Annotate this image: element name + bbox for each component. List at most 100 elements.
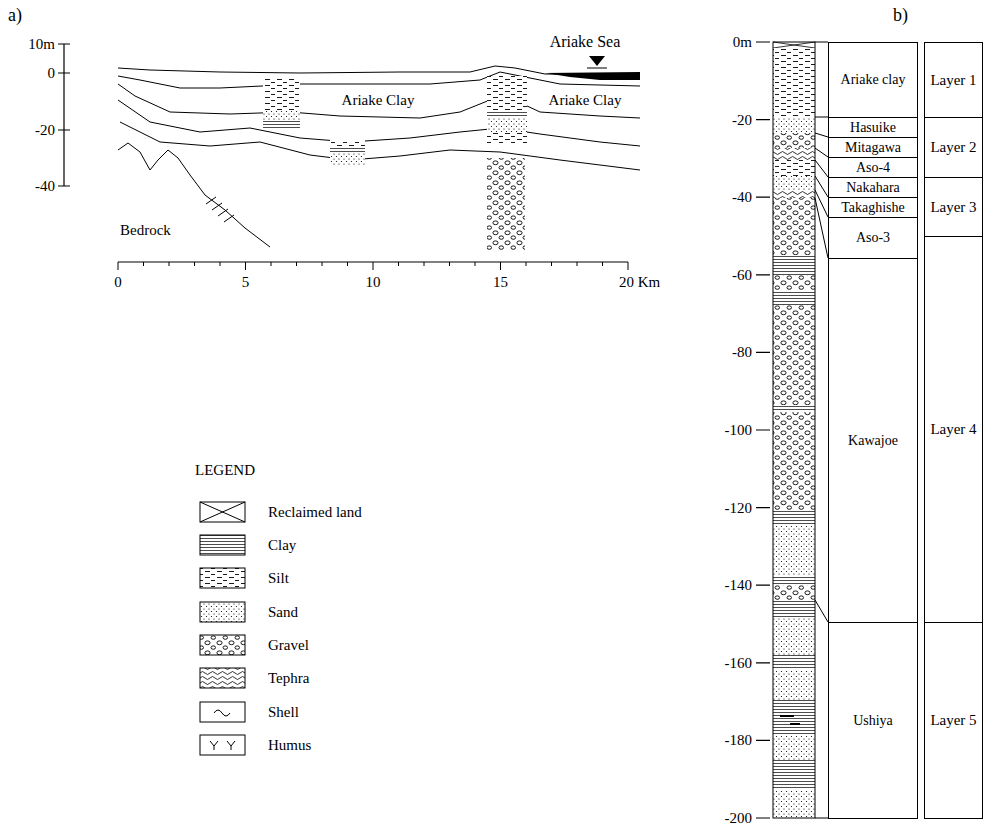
- distance-axis: [118, 262, 628, 270]
- formation-box: Aso-4: [828, 157, 918, 178]
- layer-box: Layer 3: [924, 177, 983, 237]
- legend-swatch: [200, 635, 245, 655]
- water-level-symbol: [589, 56, 605, 66]
- column-dark-streak: [780, 716, 800, 724]
- unit-name: Ariake Clay: [549, 92, 622, 109]
- formation-box: Ushiya: [828, 622, 918, 819]
- column-clay: [773, 760, 815, 790]
- column-reclaimed: [773, 42, 815, 48]
- bedrock-surface: [118, 143, 270, 247]
- layer-box: Layer 5: [924, 622, 983, 819]
- legend-text: Silt: [268, 570, 289, 587]
- depth-tick-label: -60: [732, 267, 752, 284]
- borehole-clay: [330, 148, 365, 153]
- layer-box: Layer 1: [924, 42, 983, 118]
- depth-tick-label: 0m: [733, 34, 752, 51]
- box-text: Takaghishe: [841, 201, 905, 215]
- legend-swatch-cross: [200, 502, 245, 522]
- column-gravel: [773, 275, 815, 290]
- borehole-sand: [330, 153, 365, 165]
- depth-tick-label: -200: [725, 810, 753, 826]
- distance-tick-label: 5: [242, 274, 250, 291]
- legend-text: Clay: [268, 537, 296, 554]
- box-text: Aso-4: [856, 161, 890, 175]
- legend-text: Shell: [268, 704, 299, 721]
- column-silt: [773, 48, 815, 117]
- panel-letter: b): [893, 6, 908, 26]
- panel-letter: a): [8, 6, 22, 26]
- column-clay: [773, 255, 815, 275]
- sea-water: [545, 72, 640, 80]
- box-text: Layer 2: [930, 140, 976, 155]
- depth-axis-ticks: [756, 42, 770, 818]
- box-text: Nakahara: [846, 181, 900, 195]
- borehole-silt: [487, 76, 527, 112]
- distance-tick-label: 10: [366, 274, 381, 291]
- legend-text: Gravel: [268, 637, 309, 654]
- column-sand: [773, 117, 815, 133]
- column-clay: [773, 600, 815, 618]
- distance-tick-label: 20 Km: [619, 274, 660, 291]
- column-sand: [773, 670, 815, 700]
- column-sand: [773, 735, 815, 760]
- distance-tick-label: 0: [114, 274, 122, 291]
- legend-text: Reclaimed land: [268, 504, 362, 521]
- column-sand: [773, 176, 815, 190]
- formation-box: Aso-3: [828, 217, 918, 259]
- column-reclaimed-cross: [773, 42, 815, 48]
- column-gravel: [773, 412, 815, 510]
- depth-tick-label: -160: [725, 655, 753, 672]
- column-tephra: [773, 190, 815, 198]
- legend-swatch: [200, 535, 245, 555]
- legend-swatch: [200, 735, 245, 755]
- legend-swatch: [200, 668, 245, 688]
- formation-box: Nakahara: [828, 177, 918, 198]
- elevation-tick-label: 0: [48, 65, 56, 82]
- column-clay: [773, 655, 815, 670]
- bedrock-hatch: [206, 197, 234, 222]
- depth-tick-label: -40: [732, 189, 752, 206]
- legend-heading: LEGEND: [195, 462, 255, 479]
- column-clay: [773, 575, 815, 585]
- elevation-axis: [58, 44, 70, 186]
- column-gravel: [773, 585, 815, 600]
- elevation-tick-label: -40: [35, 178, 55, 195]
- stratum-boundary: [120, 122, 640, 170]
- depth-tick-label: -20: [732, 111, 752, 128]
- legend-text: Tephra: [268, 670, 309, 687]
- water-level-line: [587, 68, 607, 69]
- column-sand: [773, 525, 815, 575]
- column-gravel: [773, 198, 815, 255]
- sea-name: Ariake Sea: [550, 33, 621, 51]
- legend-swatch: [200, 502, 245, 522]
- borehole-gravel: [487, 158, 525, 250]
- formation-box: Kawajoe: [828, 258, 918, 623]
- box-text: Layer 1: [930, 73, 976, 88]
- depth-tick-label: -120: [725, 499, 753, 516]
- formation-box: Ariake clay: [828, 42, 918, 118]
- unit-name: Ariake Clay: [342, 92, 415, 109]
- box-text: Layer 4: [930, 422, 976, 437]
- formation-box: Takaghishe: [828, 197, 918, 218]
- formation-box: Hasuike: [828, 117, 918, 138]
- box-text: Mitagawa: [845, 141, 901, 155]
- stratum-boundary: [118, 72, 640, 88]
- leader-lines: [815, 42, 828, 818]
- distance-tick-label: 15: [493, 274, 508, 291]
- layer-box: Layer 4: [924, 236, 983, 623]
- column-clay: [773, 290, 815, 305]
- column-gravel: [773, 305, 815, 405]
- formation-box: Mitagawa: [828, 137, 918, 158]
- column-silt: [773, 160, 815, 176]
- borehole-sand: [487, 118, 527, 132]
- borehole-clay: [263, 120, 300, 130]
- borehole-silt: [330, 140, 365, 148]
- legend-text: Humus: [268, 737, 311, 754]
- box-text: Aso-3: [856, 231, 890, 245]
- borehole-clay: [487, 112, 527, 118]
- box-text: Layer 3: [930, 200, 976, 215]
- unit-name: Bedrock: [120, 222, 171, 239]
- column-clay: [773, 405, 815, 412]
- depth-tick-label: -80: [732, 344, 752, 361]
- depth-tick-label: -100: [725, 422, 753, 439]
